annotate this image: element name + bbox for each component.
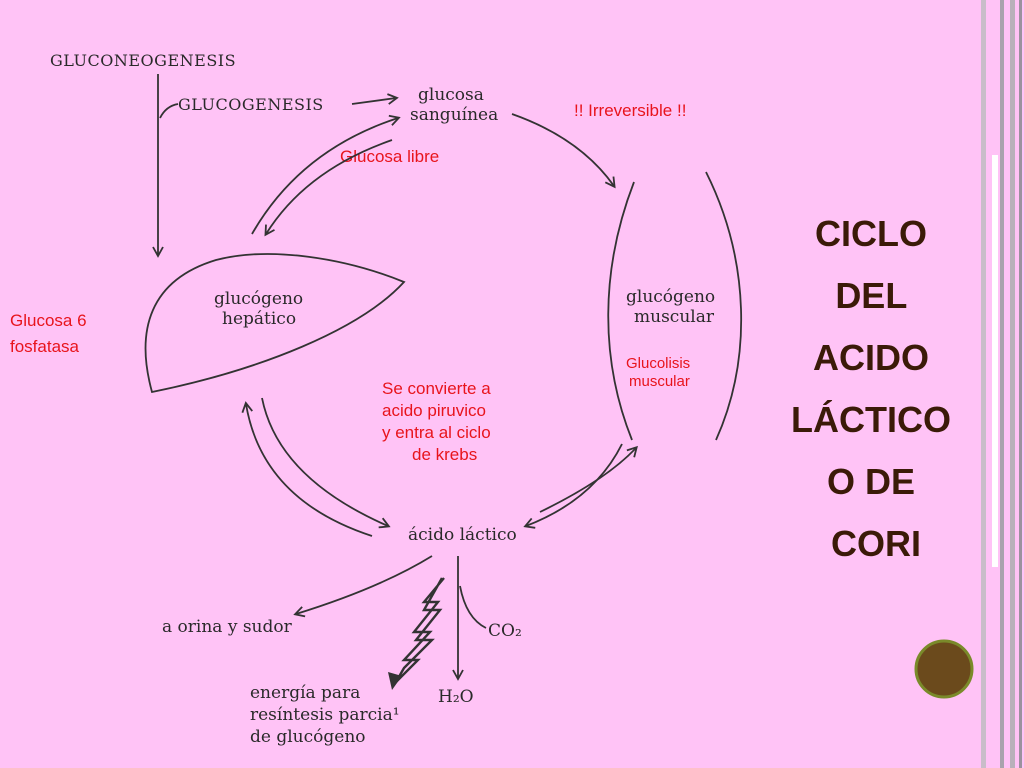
piruvico-note-line1: Se convierte a <box>382 379 491 398</box>
glucogeno-hepatico-line2: hepático <box>222 309 296 329</box>
glucosa-6-fosfatasa-label: Glucosa 6 fosfatasa <box>10 311 91 356</box>
energia-line1: energía para <box>250 683 360 703</box>
glucogeno-muscular-line1: glucógeno <box>626 287 715 307</box>
h2o-label: H₂O <box>438 687 474 707</box>
decorative-rail-1 <box>981 0 986 768</box>
glucogenesis-label: GLUCOGENESIS <box>178 95 324 114</box>
to-urine-arrow <box>293 555 433 618</box>
muscle-shape-right <box>705 171 743 441</box>
orina-sudor-label: a orina y sudor <box>162 617 293 637</box>
glucogenesis-branch-line <box>159 103 179 119</box>
glucolisis-muscular-line1: Glucolisis <box>626 355 690 372</box>
piruvico-note-line2: acido piruvico <box>382 401 486 420</box>
decorative-rail-2 <box>1000 0 1004 768</box>
glucosa-sanguinea-line2: sanguínea <box>410 105 498 125</box>
blood-to-muscle-arrow <box>511 113 616 189</box>
glucolisis-muscular-label: Glucolisis muscular <box>626 355 694 390</box>
liver-shape <box>144 253 406 394</box>
piruvico-note: Se convierte a acido piruvico y entra al… <box>382 379 495 464</box>
energia-line3: de glucógeno <box>250 727 366 747</box>
glucogeno-hepatico-label: glucógeno hepático <box>214 289 309 329</box>
decorative-rail-3 <box>1010 0 1015 768</box>
to-co2-arrow <box>459 585 487 629</box>
glucogeno-muscular-line2: muscular <box>634 307 715 327</box>
liver-to-lactic-arrow <box>261 397 391 529</box>
slide-title: CICLO DEL ACIDO LÁCTICO O DE CORI <box>791 213 961 564</box>
gluconeogenesis-label: GLUCONEOGENESIS <box>50 51 236 70</box>
acido-lactico-label: ácido láctico <box>408 525 517 545</box>
muscle-to-lactic-arrow <box>523 443 623 529</box>
piruvico-note-line3: y entra al ciclo <box>382 423 491 442</box>
glucogeno-hepatico-line1: glucógeno <box>214 289 303 309</box>
liver-to-blood-arrow <box>251 114 401 235</box>
blood-to-liver-arrow <box>264 139 393 237</box>
lightning-bolt-icon <box>394 577 445 683</box>
glucosa-sanguinea-line1: glucosa <box>418 85 484 105</box>
decorative-circle <box>914 639 974 699</box>
irreversible-label: !! Irreversible !! <box>574 101 686 120</box>
glucogeno-muscular-label: glucógeno muscular <box>626 287 721 327</box>
decorative-rail-white <box>992 155 998 567</box>
piruvico-note-line4: de krebs <box>412 445 477 464</box>
lactic-to-muscle-arrow <box>539 445 638 513</box>
glucosa-6-fosfatasa-line1: Glucosa 6 <box>10 311 87 330</box>
muscle-shape-left <box>607 181 635 441</box>
title-line-5: O DE <box>827 461 915 502</box>
glucolisis-muscular-line2: muscular <box>629 373 690 390</box>
lactic-to-liver-arrow <box>241 401 373 537</box>
glucosa-sanguinea-label: glucosa sanguínea <box>410 85 498 125</box>
decorative-rail-4 <box>1019 0 1022 768</box>
title-line-1: CICLO <box>815 213 927 254</box>
glucogenesis-arrow <box>351 93 399 105</box>
title-line-2: DEL <box>835 275 906 316</box>
energia-label: energía para resíntesis parcia¹ de glucó… <box>250 683 405 747</box>
title-line-6: CORI <box>831 523 921 564</box>
title-line-4: LÁCTICO <box>791 399 951 440</box>
energy-arrowhead <box>388 672 402 690</box>
glucosa-6-fosfatasa-line2: fosfatasa <box>10 337 80 356</box>
co2-label: CO₂ <box>488 621 522 641</box>
title-line-3: ACIDO <box>813 337 929 378</box>
energia-line2: resíntesis parcia¹ <box>250 705 400 725</box>
